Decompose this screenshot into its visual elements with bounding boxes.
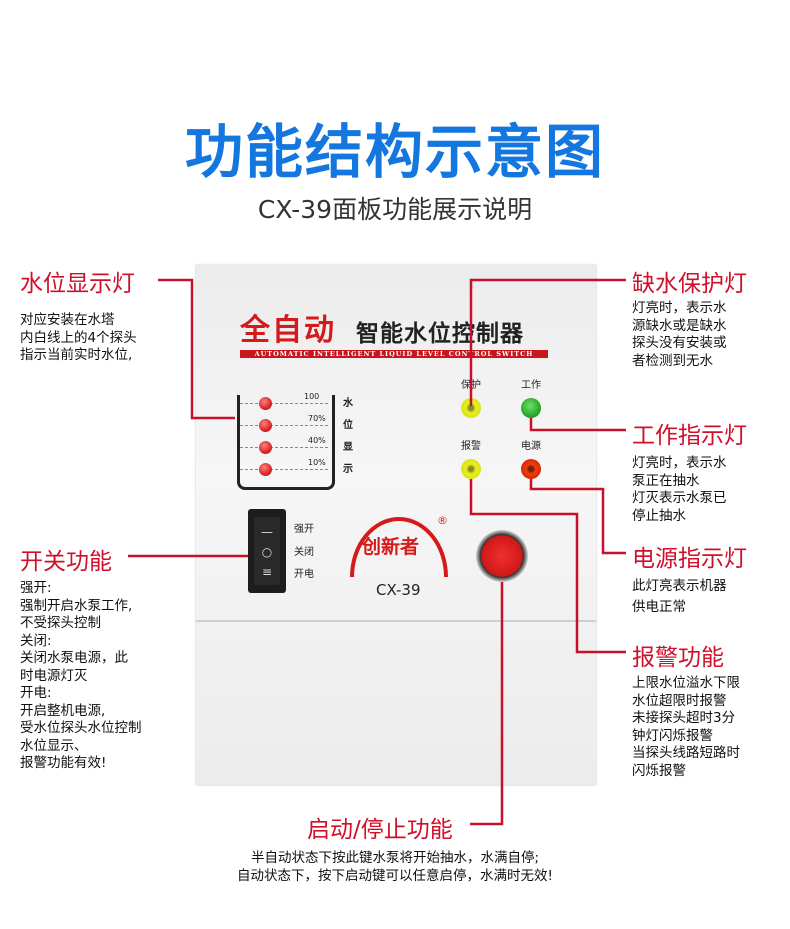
rocker-switch[interactable]: — ○ ≡ [248,509,286,593]
level-caption: 位 [343,420,353,431]
label-power: 电源指示灯 [632,546,747,572]
desc-start-stop-2: 自动状态下，按下启动键可以任意启停，水满时无效! [237,868,553,884]
panel-seam [196,620,596,622]
brand-name: 智能水位控制器 [356,321,524,347]
level-led-40 [259,441,272,454]
start-stop-button[interactable] [476,530,528,582]
protect-led [461,398,481,418]
work-led [521,398,541,418]
switch-on-mark: — [261,525,273,539]
connector-work [529,418,626,432]
page-title: 功能结构示意图 [184,118,605,186]
level-caption: 示 [343,464,353,475]
desc-power: 此灯亮表示机器 供电正常 [632,578,727,615]
level-label: 40% [308,436,326,445]
level-label: 10% [308,458,326,467]
rocker-switch-face: — ○ ≡ [254,517,280,585]
level-label: 70% [308,414,326,423]
level-label: 100 [304,392,320,401]
label-work: 工作指示灯 [632,423,747,449]
connector-alarm [469,479,626,654]
desc-start-stop-1: 半自动状态下按此键水泵将开始抽水，水满自停; [250,850,540,866]
brand-auto: 全自动 [240,313,336,348]
registered-mark: ® [437,514,448,527]
level-line [240,403,328,404]
alarm-led [461,459,481,479]
label-alarm: 报警功能 [632,645,724,671]
label-switch: 开关功能 [20,549,112,575]
desc-alarm: 上限水位溢水下限 水位超限时报警 未接探头超时3分 钟灯闪烁报警 当探头线路短路… [632,675,740,779]
desc-work: 灯亮时，表示水 泵正在抽水 灯灭表示水泵已 停止抽水 [632,455,727,524]
indicator-label-power: 电源 [521,441,541,452]
model-number: CX-39 [376,581,421,599]
label-protect: 缺水保护灯 [632,271,747,297]
switch-label-off: 关闭 [294,547,314,558]
level-line [240,447,328,448]
power-led [521,459,541,479]
level-led-10 [259,463,272,476]
level-line [240,469,328,470]
page-subtitle: CX-39面板功能展示说明 [257,195,533,224]
connector-protect [469,278,626,406]
indicator-label-work: 工作 [521,380,541,391]
level-led-100 [259,397,272,410]
level-caption: 显 [343,442,353,453]
water-tank [237,395,335,490]
level-led-70 [259,419,272,432]
level-caption: 水 [343,398,353,409]
switch-label-force-on: 强开 [294,524,314,535]
connector-water-level [158,278,235,420]
label-water-level: 水位显示灯 [20,271,135,297]
connector-power [529,479,626,555]
label-start-stop: 启动/停止功能 [307,817,453,843]
switch-force-mark: ≡ [261,565,273,579]
brand-banner: AUTOMATIC INTELLIGENT LIQUID LEVEL CONTR… [240,350,548,358]
switch-off-mark: ○ [261,545,273,559]
level-line [240,425,328,426]
brand-logo: 创新者 [362,536,420,558]
connector-start-stop [470,582,504,826]
desc-switch: 强开: 强制开启水泵工作, 不受探头控制 关闭: 关闭水泵电源，此 时电源灯灭 … [20,580,142,771]
switch-label-power-on: 开电 [294,569,314,580]
indicator-label-alarm: 报警 [461,441,481,452]
desc-water-level: 对应安装在水塔 内白线上的4个探头 指示当前实时水位, [20,312,137,363]
desc-protect: 灯亮时，表示水 源缺水或是缺水 探头没有安装或 者检测到无水 [632,300,727,369]
